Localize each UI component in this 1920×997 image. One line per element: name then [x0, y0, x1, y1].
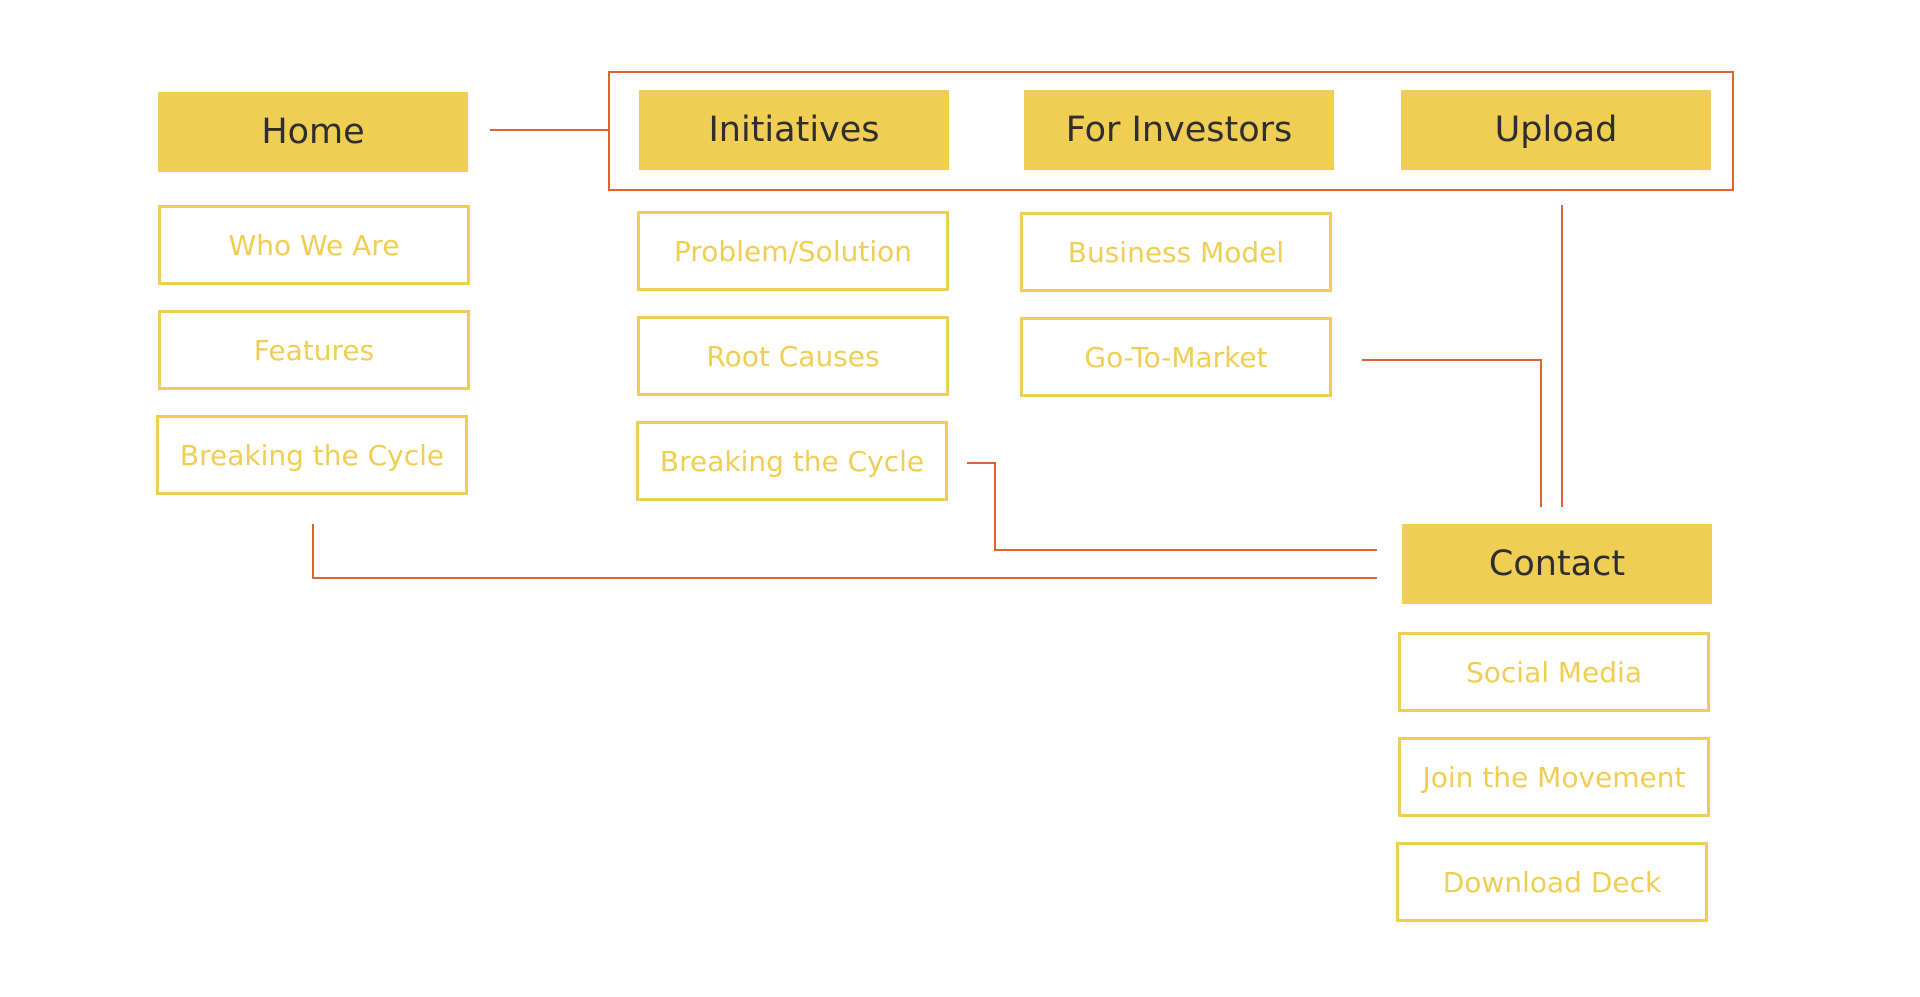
node-home: Home: [158, 92, 468, 172]
connector-initiatives-breaking-cycle-to-contact: [967, 462, 1377, 551]
node-root-causes: Root Causes: [637, 316, 949, 396]
node-social-media: Social Media: [1398, 632, 1710, 712]
node-go-to-market: Go-To-Market: [1020, 317, 1332, 397]
connector-home-breaking-cycle-to-contact: [312, 524, 1377, 579]
node-business-model: Business Model: [1020, 212, 1332, 292]
node-home-breaking-the-cycle: Breaking the Cycle: [156, 415, 468, 495]
node-download-deck: Download Deck: [1396, 842, 1708, 922]
node-who-we-are: Who We Are: [158, 205, 470, 285]
node-initiatives: Initiatives: [639, 90, 949, 170]
node-features: Features: [158, 310, 470, 390]
node-upload: Upload: [1401, 90, 1711, 170]
node-initiatives-breaking-the-cycle: Breaking the Cycle: [636, 421, 948, 501]
node-contact: Contact: [1402, 524, 1712, 604]
node-join-the-movement: Join the Movement: [1398, 737, 1710, 817]
node-for-investors: For Investors: [1024, 90, 1334, 170]
connector-go-to-market-to-contact: [1362, 359, 1542, 507]
top-nav-group-outline: [608, 71, 1734, 191]
node-problem-solution: Problem/Solution: [637, 211, 949, 291]
